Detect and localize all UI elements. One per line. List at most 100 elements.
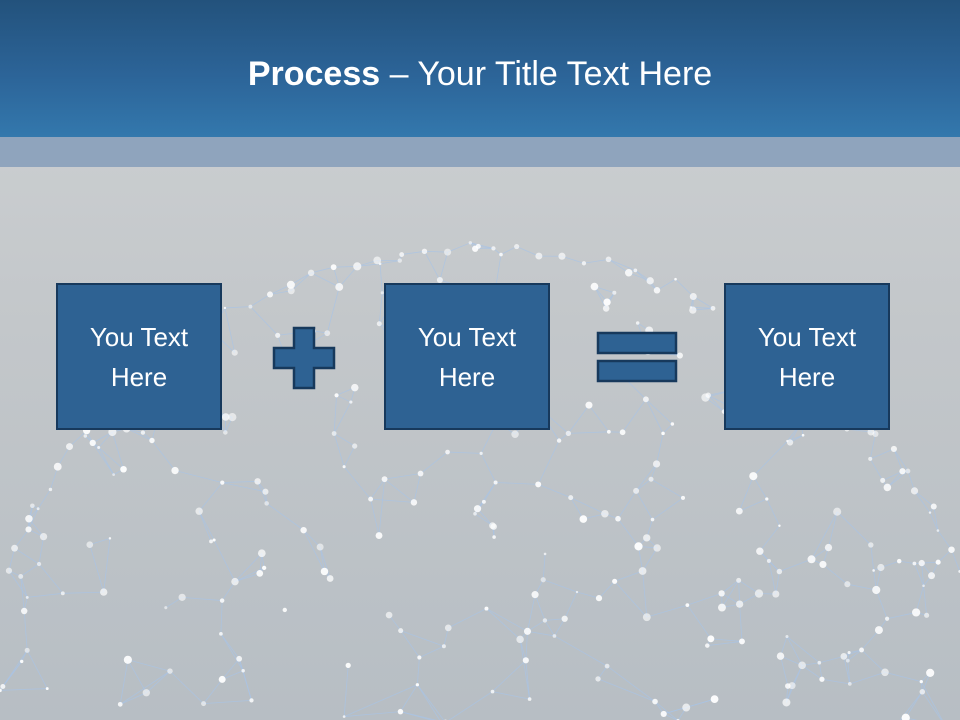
network-line [759,525,780,552]
network-line [597,678,656,702]
network-line [525,631,528,661]
network-node [833,507,842,516]
network-node [373,256,382,265]
network-node [772,590,780,598]
network-node [368,496,374,502]
network-line [786,636,803,666]
network-line [37,489,51,509]
network-node [877,563,885,572]
network-line [27,592,63,598]
network-line [534,594,546,621]
network-node [705,643,710,648]
network-line [470,242,494,249]
network-line [343,445,356,467]
network-node [754,589,764,598]
network-line [222,482,266,493]
network-line [920,681,943,720]
network-line [847,649,862,661]
network-node [48,487,53,492]
network-line [336,394,352,403]
network-node [19,659,24,664]
network-line [343,665,349,717]
network-node [749,472,758,481]
network-node [511,430,519,439]
network-node [220,480,225,485]
network-node [36,507,40,511]
network-line [290,272,312,292]
network-node [565,430,572,437]
network-node [595,676,601,682]
network-line [266,503,304,531]
network-line [69,430,87,447]
network-node [398,628,404,634]
network-line [370,498,414,503]
network-line [937,530,952,550]
network-line [310,272,340,288]
network-line [126,428,153,441]
network-line [622,399,647,433]
network-node [241,669,245,673]
network-node [262,565,267,571]
network-line [811,511,838,560]
network-line [224,307,236,353]
network-node [899,468,906,475]
process-box-3[interactable]: You Text Here [724,283,890,430]
network-node [707,635,715,643]
network-node [919,689,926,695]
network-node [415,683,420,687]
network-line [893,448,909,472]
network-line [568,404,590,434]
network-line [333,401,352,434]
network-line [933,506,939,531]
network-node [653,544,661,552]
network-node [595,595,603,602]
network-line [608,258,636,271]
network-node [928,572,936,580]
network-node [901,713,910,720]
network-line [224,306,251,309]
network-line [198,511,212,542]
network-node [335,283,344,291]
network-line [606,665,656,702]
network-node [896,558,902,564]
network-line [380,260,400,265]
network-line [656,278,676,291]
network-node [479,451,483,455]
network-line [527,594,536,632]
network-line [119,659,129,705]
process-box-1[interactable]: You Text Here [56,283,222,430]
network-node [254,478,261,485]
network-node [874,626,883,635]
network-node [738,638,745,645]
network-line [20,576,28,598]
network-node [60,591,65,596]
network-line [424,250,448,253]
network-node [735,507,743,515]
network-line [8,548,15,571]
network-node [605,256,612,263]
network-node [421,248,428,255]
network-node [353,262,362,271]
network-line [344,711,401,717]
network-node [275,332,281,338]
network-line [614,570,643,582]
network-line [537,440,560,485]
network-line [583,258,609,264]
network-line [542,553,546,580]
network-line [220,633,244,671]
network-node [320,567,329,576]
network-line [477,508,493,526]
network-line [203,679,223,704]
network-node [542,618,548,623]
network-line [384,478,415,503]
network-node [0,688,2,693]
network-node [86,541,94,549]
process-box-2[interactable]: You Text Here [384,283,550,430]
network-node [352,443,358,449]
network-node [872,430,879,437]
network-node [24,647,30,653]
network-line [869,458,884,481]
network-line [311,266,334,274]
network-line [786,636,820,664]
